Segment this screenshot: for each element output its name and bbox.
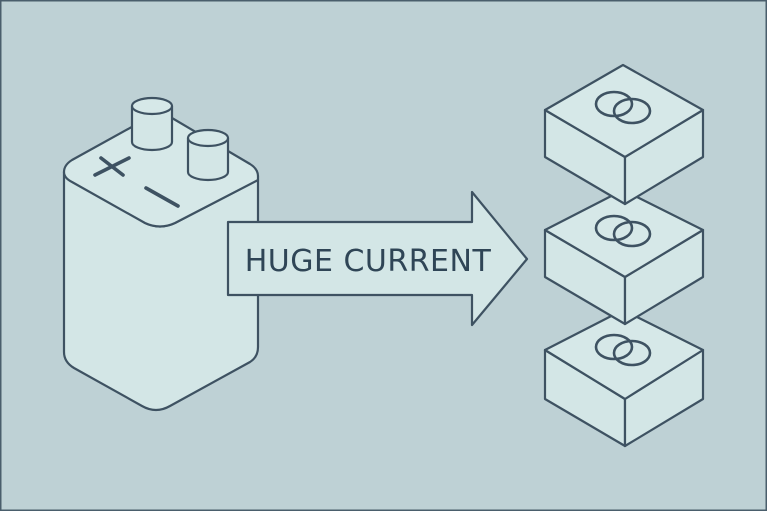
- block-top: [543, 63, 705, 206]
- battery-terminal-right: [186, 128, 230, 182]
- block-bottom: [543, 308, 705, 448]
- current-arrow: HUGE CURRENT: [226, 190, 529, 327]
- block-middle: [543, 188, 705, 326]
- rings-icon: [594, 214, 652, 248]
- plus-sign-icon: [93, 156, 131, 177]
- rings-icon: [594, 90, 652, 125]
- arrow-label: HUGE CURRENT: [245, 244, 492, 279]
- rings-icon: [594, 333, 652, 367]
- battery: [62, 96, 260, 412]
- minus-sign-icon: [144, 186, 180, 208]
- arrow-shape: [226, 190, 529, 327]
- battery-terminal-left: [130, 96, 174, 152]
